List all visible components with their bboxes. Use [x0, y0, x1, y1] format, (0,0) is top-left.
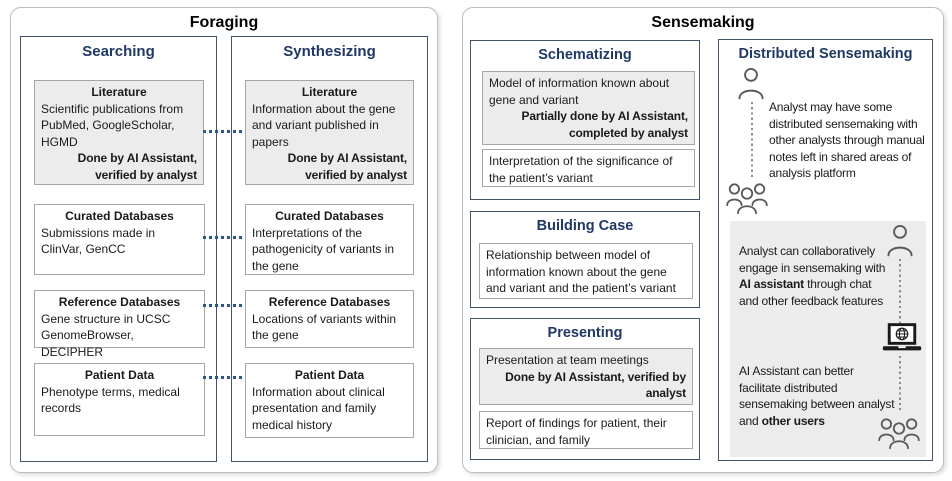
searching-box-patient-data: Patient Data Phenotype terms, medical re… — [34, 363, 205, 436]
foraging-title: Foraging — [189, 14, 259, 31]
searching-box-curated-databases: Curated Databases Submissions made in Cl… — [34, 204, 205, 275]
distributed-sensemaking-header: Distributed Sensemaking — [738, 46, 913, 62]
synthesizing-header: Synthesizing — [283, 43, 376, 60]
building-case-box: Relationship between model of informatio… — [479, 243, 693, 299]
box-body: Report of findings for patient, their cl… — [486, 416, 667, 447]
collab-text-bold: AI assistant — [739, 277, 804, 291]
box-title: Curated Databases — [275, 209, 384, 223]
box-body: Scientific publications from PubMed, Goo… — [41, 101, 184, 149]
synthesizing-column: Synthesizing Literature Information abou… — [231, 36, 428, 462]
building-case-section: Building Case Relationship between model… — [470, 211, 700, 308]
building-case-header: Building Case — [536, 218, 634, 234]
manual-notes-text: Analyst may have some distributed sensem… — [769, 100, 925, 180]
laptop-globe-icon — [881, 323, 923, 359]
box-title: Reference Databases — [268, 295, 391, 309]
box-title: Patient Data — [294, 368, 365, 382]
distributed-sensemaking-section: Distributed Sensemaking Analyst may have… — [718, 39, 933, 461]
collab-text-pre: Analyst can collaboratively engage in se… — [739, 244, 886, 275]
box-body: Locations of variants within the gene — [252, 311, 397, 343]
presenting-box-report: Report of findings for patient, their cl… — [479, 411, 693, 449]
connector-curated-databases — [203, 236, 244, 239]
box-body: Submissions made in ClinVar, GenCC — [41, 225, 156, 257]
searching-header: Searching — [82, 43, 155, 60]
searching-box-reference-databases: Reference Databases Gene structure in UC… — [34, 290, 205, 359]
box-title: Reference Databases — [58, 295, 181, 309]
schematizing-box-interpretation: Interpretation of the significance of th… — [482, 149, 695, 187]
sensemaking-title: Sensemaking — [651, 14, 755, 31]
box-note: Done by AI Assistant, verified by analys… — [505, 369, 686, 401]
searching-column: Searching Literature Scientific publicat… — [20, 36, 217, 462]
box-title: Literature — [91, 85, 147, 99]
synthesizing-box-patient-data: Patient Data Information about clinical … — [245, 363, 414, 438]
box-title: Curated Databases — [65, 209, 174, 223]
presenting-header: Presenting — [547, 325, 623, 341]
collaboration-area: Analyst can collaboratively engage in se… — [730, 221, 926, 457]
box-body: Information about the gene and variant p… — [252, 101, 396, 149]
box-body: Model of information known about gene an… — [489, 76, 670, 107]
box-note: Partially done by AI Assistant, complete… — [521, 109, 688, 140]
box-body: Gene structure in UCSC GenomeBrowser, DE… — [41, 311, 171, 359]
people-group-icon — [877, 415, 921, 456]
connector-literature — [203, 130, 244, 133]
people-group-icon — [725, 180, 769, 221]
schematizing-box-model: Model of information known about gene an… — [482, 71, 695, 145]
presenting-box-meetings: Presentation at team meetings Done by AI… — [479, 348, 693, 405]
dotted-link — [899, 259, 901, 323]
synthesizing-box-curated-databases: Curated Databases Interpretations of the… — [245, 204, 414, 275]
box-body: Interpretation of the significance of th… — [489, 154, 673, 185]
box-body: Phenotype terms, medical records — [41, 384, 180, 416]
dotted-link — [751, 102, 753, 179]
connector-patient-data — [203, 376, 244, 379]
box-note: Done by AI Assistant, verified by analys… — [287, 151, 407, 182]
schematizing-header: Schematizing — [538, 47, 632, 63]
facilitate-text: AI Assistant can better facilitate distr… — [739, 363, 897, 429]
box-body: Interpretations of the pathogenicity of … — [252, 225, 395, 273]
box-note: Done by AI Assistant, verified by analys… — [77, 151, 197, 182]
box-body: Presentation at team meetings — [486, 353, 649, 367]
facilitate-text-pre: AI Assistant can better facilitate distr… — [739, 364, 895, 428]
person-icon — [885, 224, 915, 262]
presenting-section: Presenting Presentation at team meetings… — [470, 318, 700, 460]
dotted-link — [899, 356, 901, 413]
box-body: Information about clinical presentation … — [252, 384, 385, 432]
collab-text: Analyst can collaboratively engage in se… — [739, 243, 889, 309]
synthesizing-box-reference-databases: Reference Databases Locations of variant… — [245, 290, 414, 348]
box-title: Literature — [301, 85, 358, 99]
synthesizing-box-literature: Literature Information about the gene an… — [245, 80, 414, 185]
searching-box-literature: Literature Scientific publications from … — [34, 80, 204, 185]
connector-reference-databases — [203, 304, 244, 307]
box-body: Relationship between model of informatio… — [486, 248, 676, 295]
person-icon — [736, 67, 766, 105]
collab-text-post: through chat and other feedback features — [739, 277, 884, 308]
facilitate-text-bold: other users — [761, 413, 825, 428]
schematizing-section: Schematizing Model of information known … — [470, 40, 700, 200]
box-title: Patient Data — [84, 368, 155, 382]
